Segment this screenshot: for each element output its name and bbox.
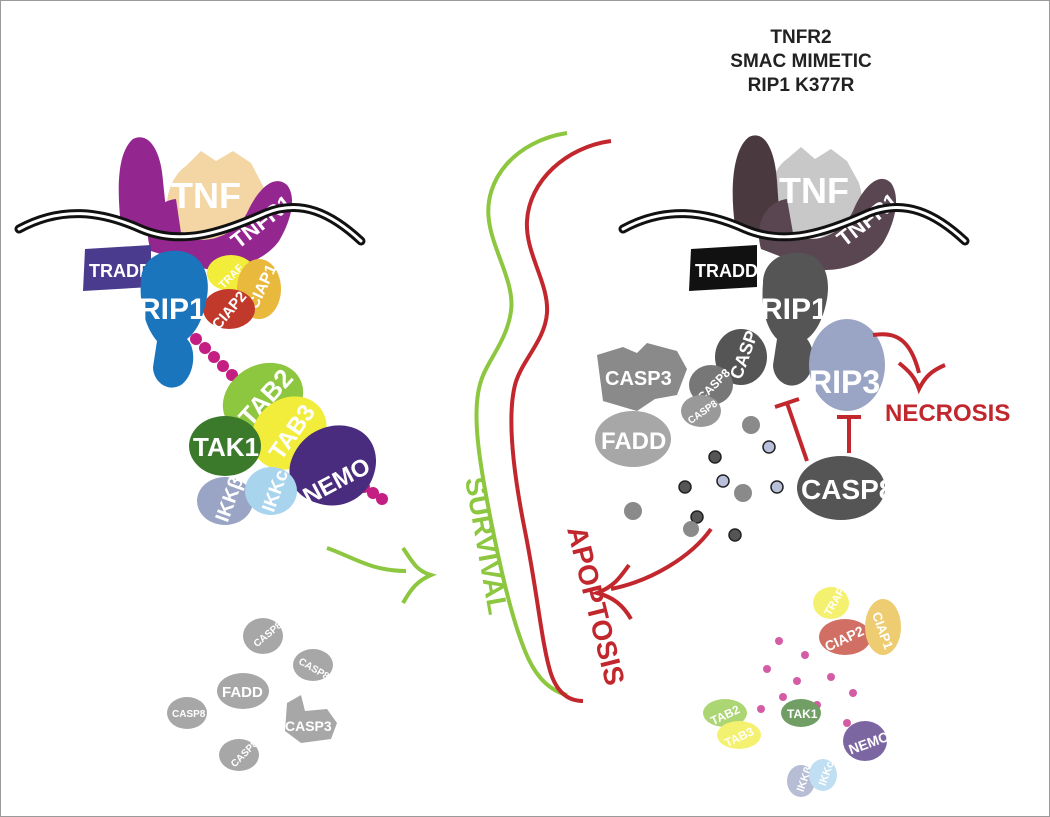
right-casp8-a-shape	[715, 329, 767, 385]
left-free-fadd-label: FADD	[222, 684, 263, 701]
condition-tnfr2: TNFR2	[770, 27, 831, 48]
left-nemo-shape	[289, 425, 377, 506]
right-rip3-label: RIP3	[809, 364, 880, 400]
left-free-casp3-label: CASP3	[285, 718, 332, 734]
survival-arrowhead	[401, 546, 437, 604]
left-free-fadd-shape	[217, 673, 269, 709]
left-tradd-label: TRADD	[89, 261, 152, 281]
caspase-particles	[624, 416, 784, 542]
right-free-ciap1-shape	[865, 599, 901, 655]
condition-smac-mimetic: SMAC MIMETIC	[730, 51, 872, 72]
right-complex: TNF TNFR1 TRADD RIP1 RIP3 CASP3 FADD CAS…	[595, 135, 1010, 542]
right-casp3-shape	[597, 343, 687, 411]
survival-label: SURVIVAL	[459, 475, 514, 617]
necrosis-label: NECROSIS	[885, 400, 1010, 427]
left-tnf-label: TNF	[171, 175, 241, 216]
apoptosis-arrowhead	[590, 563, 633, 621]
left-rip1-shape	[140, 250, 208, 388]
right-tradd-label: TRADD	[695, 261, 758, 281]
right-tradd-shape	[689, 245, 757, 291]
right-free-ubiquitin	[757, 637, 857, 727]
survival-arrow	[326, 546, 407, 573]
left-complex: TNF TNFR1 TRADD TRAF CIAP1 CIAP2 RIP1 TA…	[14, 137, 388, 525]
right-rip3-shape	[809, 319, 885, 411]
right-free-proteins: TRAF CIAP2 CIAP1 TAB2 TAB3 TAK1 NEMO IKK…	[703, 586, 901, 797]
necrosis-arrowhead	[897, 361, 946, 395]
right-tnf-label: TNF	[779, 170, 849, 211]
right-casp8-c-shape	[681, 395, 721, 427]
left-ikkb-shape	[197, 477, 253, 525]
inhibit-casp8-to-rip1	[774, 397, 809, 462]
right-free-ikkb-shape	[787, 765, 815, 797]
left-ikkc-shape	[245, 467, 297, 515]
left-rip1-label: RIP1	[139, 293, 206, 326]
right-free-tak1-label: TAK1	[787, 707, 818, 721]
left-free-casp3-shape	[285, 695, 337, 743]
right-casp8-big-label: CASP8	[801, 474, 894, 505]
left-membrane-inner	[17, 206, 363, 243]
right-free-tak1-shape	[781, 699, 821, 727]
left-tradd-shape	[83, 245, 151, 291]
left-tak1-shape	[189, 416, 261, 476]
right-free-traf-shape	[813, 587, 849, 619]
right-tnf-shape	[768, 147, 863, 239]
right-casp8-b-shape	[689, 365, 733, 405]
right-casp3-label: CASP3	[605, 368, 672, 390]
condition-rip1-k377r: RIP1 K377R	[748, 75, 855, 96]
right-free-ciap2-shape	[819, 619, 871, 655]
left-free-casp8-b-shape	[293, 649, 333, 681]
left-free-casp8-a-shape	[243, 618, 283, 654]
left-free-casp8-c-shape	[167, 697, 207, 729]
right-free-tab3-shape	[717, 721, 761, 749]
necrosis-arrow	[872, 332, 921, 374]
left-free-casp8-d-shape	[219, 739, 259, 771]
right-casp8-big-shape	[797, 456, 885, 520]
left-ciap2-shape	[203, 289, 255, 329]
apoptosis-arrow	[610, 527, 713, 591]
right-free-ikkc-shape	[809, 759, 837, 791]
left-free-proteins: CASP8 CASP8 FADD CASP8 CASP3 CASP8	[167, 618, 337, 771]
survival-bracket	[474, 131, 568, 697]
inhibit-casp8-to-rip3	[837, 415, 861, 453]
right-free-nemo-shape	[843, 721, 887, 761]
right-membrane-inner	[621, 206, 967, 243]
left-tnfr1-shape	[147, 181, 293, 270]
right-fadd-label: FADD	[601, 428, 666, 455]
right-fadd-shape	[595, 411, 671, 467]
left-tak1-label: TAK1	[193, 432, 259, 462]
right-free-tab2-shape	[703, 699, 747, 727]
right-rip1-label: RIP1	[761, 293, 828, 326]
right-tnfr1-shape	[758, 178, 897, 270]
apoptosis-bracket	[509, 139, 612, 703]
left-free-casp8-c-label: CASP8	[172, 709, 206, 720]
